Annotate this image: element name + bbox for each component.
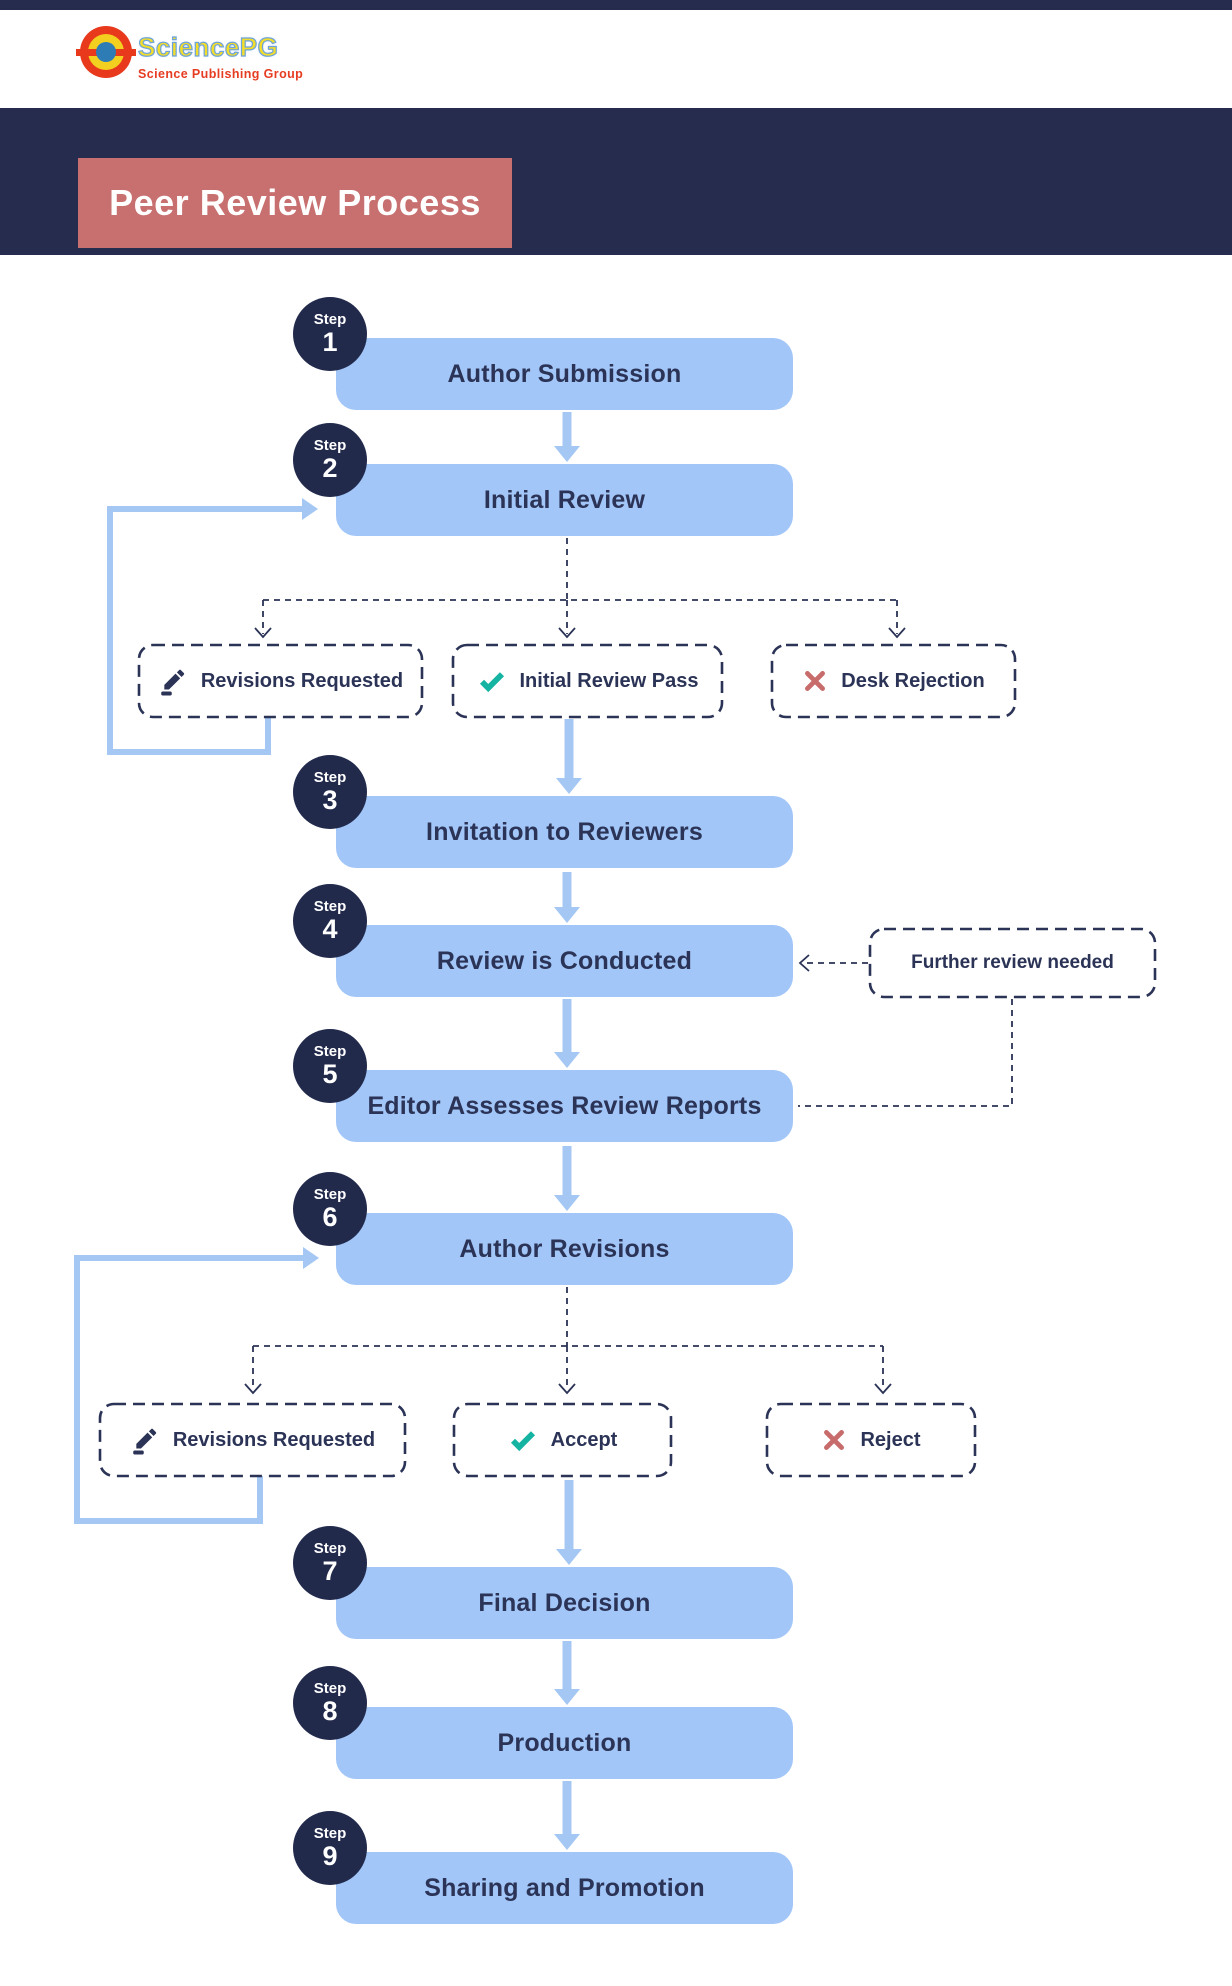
revision-loop-1: [107, 498, 318, 755]
step-box-initial-review: Initial Review: [336, 464, 793, 536]
step-box-label: Final Decision: [478, 1588, 651, 1617]
check-icon: [510, 1431, 535, 1452]
outcome-label: Desk Rejection: [841, 669, 985, 692]
step-box-production: Production: [336, 1707, 793, 1779]
step-box-label: Editor Assesses Review Reports: [367, 1091, 762, 1120]
top-navy-strip: [0, 0, 1232, 10]
pencil-icon: [161, 669, 185, 696]
revision-loop-2: [74, 1247, 319, 1524]
check-icon: [479, 672, 504, 693]
title-banner: Peer Review Process: [78, 158, 512, 248]
solid-flow-arrows: [554, 412, 582, 1850]
step-box-invitation-to-reviewers: Invitation to Reviewers: [336, 796, 793, 868]
outcome-label: Accept: [550, 1428, 618, 1451]
outcome-label: Reject: [860, 1428, 921, 1451]
pencil-icon: [133, 1428, 157, 1455]
outcome-box-revisions-requested-1: Revisions Requested: [139, 645, 422, 717]
logo-blue-center: [96, 42, 116, 62]
outcome-box-initial-review-pass: Initial Review Pass: [453, 645, 722, 717]
further-review-note: Further review needed: [870, 929, 1155, 997]
step-box-label: Review is Conducted: [436, 946, 693, 975]
cross-icon: [824, 1430, 845, 1450]
further-review-lines: [798, 954, 1013, 1107]
step-box-label: Invitation to Reviewers: [426, 817, 703, 846]
brand-name: SciencePG: [137, 31, 279, 62]
initial-review-branch-lines: [254, 538, 906, 639]
step-box-label: Author Submission: [447, 359, 682, 388]
step-box-label: Production: [497, 1728, 632, 1757]
step-box-editor-assesses-review-reports: Editor Assesses Review Reports: [336, 1070, 793, 1142]
cross-icon: [805, 671, 826, 691]
page-title: Peer Review Process: [109, 182, 481, 223]
step-box-sharing-and-promotion: Sharing and Promotion: [336, 1852, 793, 1924]
outcome-box-accept: Accept: [454, 1404, 671, 1476]
step-box-label: Author Revisions: [459, 1234, 670, 1263]
outcome-box-desk-rejection: Desk Rejection: [772, 645, 1015, 717]
step-box-final-decision: Final Decision: [336, 1567, 793, 1639]
dashed-outcome-outlines: [98, 643, 1157, 1478]
outcome-label: Initial Review Pass: [519, 669, 699, 692]
note-label-text: Further review needed: [911, 952, 1114, 973]
outcome-label: Revisions Requested: [200, 669, 404, 692]
outcome-box-revisions-requested-2: Revisions Requested: [100, 1404, 405, 1476]
final-decision-branch-lines: [244, 1287, 892, 1395]
step-box-author-revisions: Author Revisions: [336, 1213, 793, 1285]
step-box-author-submission: Author Submission: [336, 338, 793, 410]
step-box-label: Initial Review: [483, 485, 646, 514]
outcome-label: Revisions Requested: [172, 1428, 376, 1451]
step-box-review-is-conducted: Review is Conducted: [336, 925, 793, 997]
brand-tagline: Science Publishing Group: [138, 67, 304, 81]
step-box-label: Sharing and Promotion: [424, 1873, 705, 1902]
outcome-box-reject: Reject: [767, 1404, 975, 1476]
